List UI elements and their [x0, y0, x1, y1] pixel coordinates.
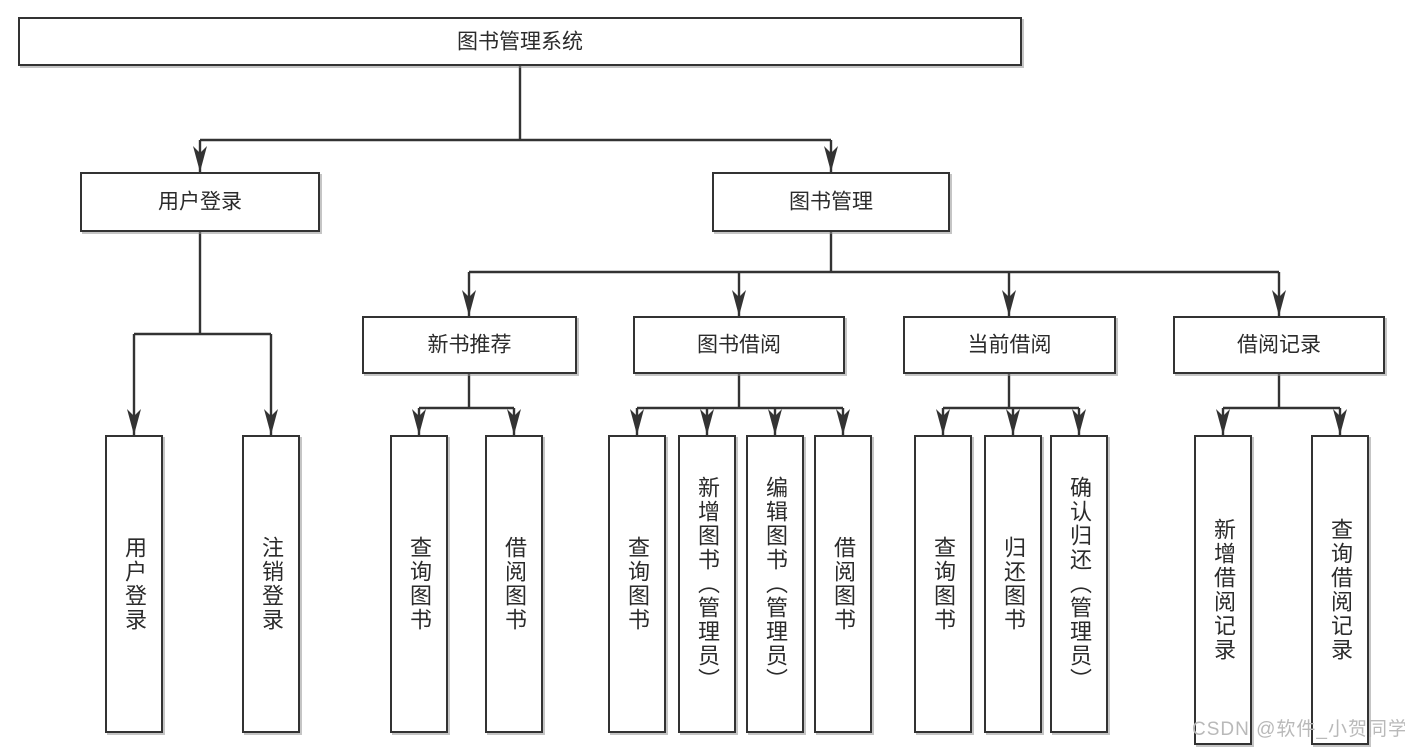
arrow-head-borrow-record-to-leaves-0	[1216, 409, 1230, 435]
node-leaf-borrow-book-1[interactable]: 借阅图书	[485, 435, 543, 733]
node-label-borrow-record: 借阅记录	[1237, 333, 1321, 357]
arrow-head-root-to-level2-1	[824, 146, 838, 172]
node-leaf-confirm-return[interactable]: 确认归还（管理员）	[1050, 435, 1108, 733]
arrow-head-root-to-level2-0	[193, 146, 207, 172]
node-label-leaf-query-book-3: 查询图书	[931, 536, 956, 632]
node-label-leaf-add-record: 新增借阅记录	[1211, 518, 1236, 662]
arrow-head-user-login-to-leaves-1	[264, 409, 278, 435]
node-leaf-borrow-book-2[interactable]: 借阅图书	[814, 435, 872, 733]
node-root[interactable]: 图书管理系统	[18, 17, 1022, 66]
node-label-leaf-borrow-book-1: 借阅图书	[502, 536, 527, 632]
node-label-leaf-user-logout: 注销登录	[259, 536, 284, 632]
arrow-head-book-manage-to-level3-3	[1272, 290, 1286, 316]
arrow-head-book-borrow-to-leaves-0	[630, 409, 644, 435]
node-leaf-query-book-3[interactable]: 查询图书	[914, 435, 972, 733]
node-leaf-edit-book[interactable]: 编辑图书（管理员）	[746, 435, 804, 733]
node-leaf-query-book-2[interactable]: 查询图书	[608, 435, 666, 733]
node-leaf-return-book[interactable]: 归还图书	[984, 435, 1042, 733]
node-label-book-borrow: 图书借阅	[697, 333, 781, 357]
node-label-user-login: 用户登录	[158, 190, 242, 214]
node-book-manage[interactable]: 图书管理	[712, 172, 950, 232]
arrow-head-current-borrow-to-leaves-2	[1072, 409, 1086, 435]
node-leaf-user-logout[interactable]: 注销登录	[242, 435, 300, 733]
node-label-current-borrow: 当前借阅	[967, 333, 1052, 357]
arrow-head-new-book-rec-to-leaves-1	[507, 409, 521, 435]
node-label-leaf-query-book-1: 查询图书	[407, 536, 432, 632]
arrow-head-new-book-rec-to-leaves-0	[412, 409, 426, 435]
node-current-borrow[interactable]: 当前借阅	[903, 316, 1116, 374]
arrow-head-current-borrow-to-leaves-1	[1006, 409, 1020, 435]
node-label-new-book-rec: 新书推荐	[427, 333, 512, 357]
arrow-head-book-borrow-to-leaves-2	[768, 409, 782, 435]
node-label-leaf-return-book: 归还图书	[1001, 536, 1026, 632]
node-label-leaf-user-login: 用户登录	[122, 536, 147, 632]
node-label-leaf-borrow-book-2: 借阅图书	[831, 536, 856, 632]
node-new-book-rec[interactable]: 新书推荐	[362, 316, 577, 374]
node-borrow-record[interactable]: 借阅记录	[1173, 316, 1385, 374]
node-leaf-add-record[interactable]: 新增借阅记录	[1194, 435, 1252, 745]
node-label-book-manage: 图书管理	[789, 190, 873, 214]
node-leaf-query-book-1[interactable]: 查询图书	[390, 435, 448, 733]
node-leaf-query-record[interactable]: 查询借阅记录	[1311, 435, 1369, 745]
watermark-text: CSDN @软件_小贺同学	[1192, 719, 1405, 740]
arrow-head-user-login-to-leaves-0	[127, 409, 141, 435]
node-label-leaf-add-book: 新增图书（管理员）	[695, 476, 720, 692]
arrow-head-book-manage-to-level3-1	[732, 290, 746, 316]
arrow-head-book-borrow-to-leaves-1	[700, 409, 714, 435]
node-leaf-user-login[interactable]: 用户登录	[105, 435, 163, 733]
arrow-head-book-manage-to-level3-0	[462, 290, 476, 316]
arrow-head-borrow-record-to-leaves-1	[1333, 409, 1347, 435]
node-leaf-add-book[interactable]: 新增图书（管理员）	[678, 435, 736, 733]
node-label-leaf-query-book-2: 查询图书	[625, 536, 650, 632]
node-label-leaf-query-record: 查询借阅记录	[1328, 518, 1353, 662]
node-user-login[interactable]: 用户登录	[80, 172, 320, 232]
node-label-leaf-confirm-return: 确认归还（管理员）	[1067, 476, 1092, 692]
arrow-head-book-borrow-to-leaves-3	[836, 409, 850, 435]
node-label-leaf-edit-book: 编辑图书（管理员）	[763, 476, 788, 692]
node-book-borrow[interactable]: 图书借阅	[633, 316, 845, 374]
arrow-head-current-borrow-to-leaves-0	[936, 409, 950, 435]
arrow-head-book-manage-to-level3-2	[1002, 290, 1016, 316]
node-label-root: 图书管理系统	[457, 29, 583, 53]
